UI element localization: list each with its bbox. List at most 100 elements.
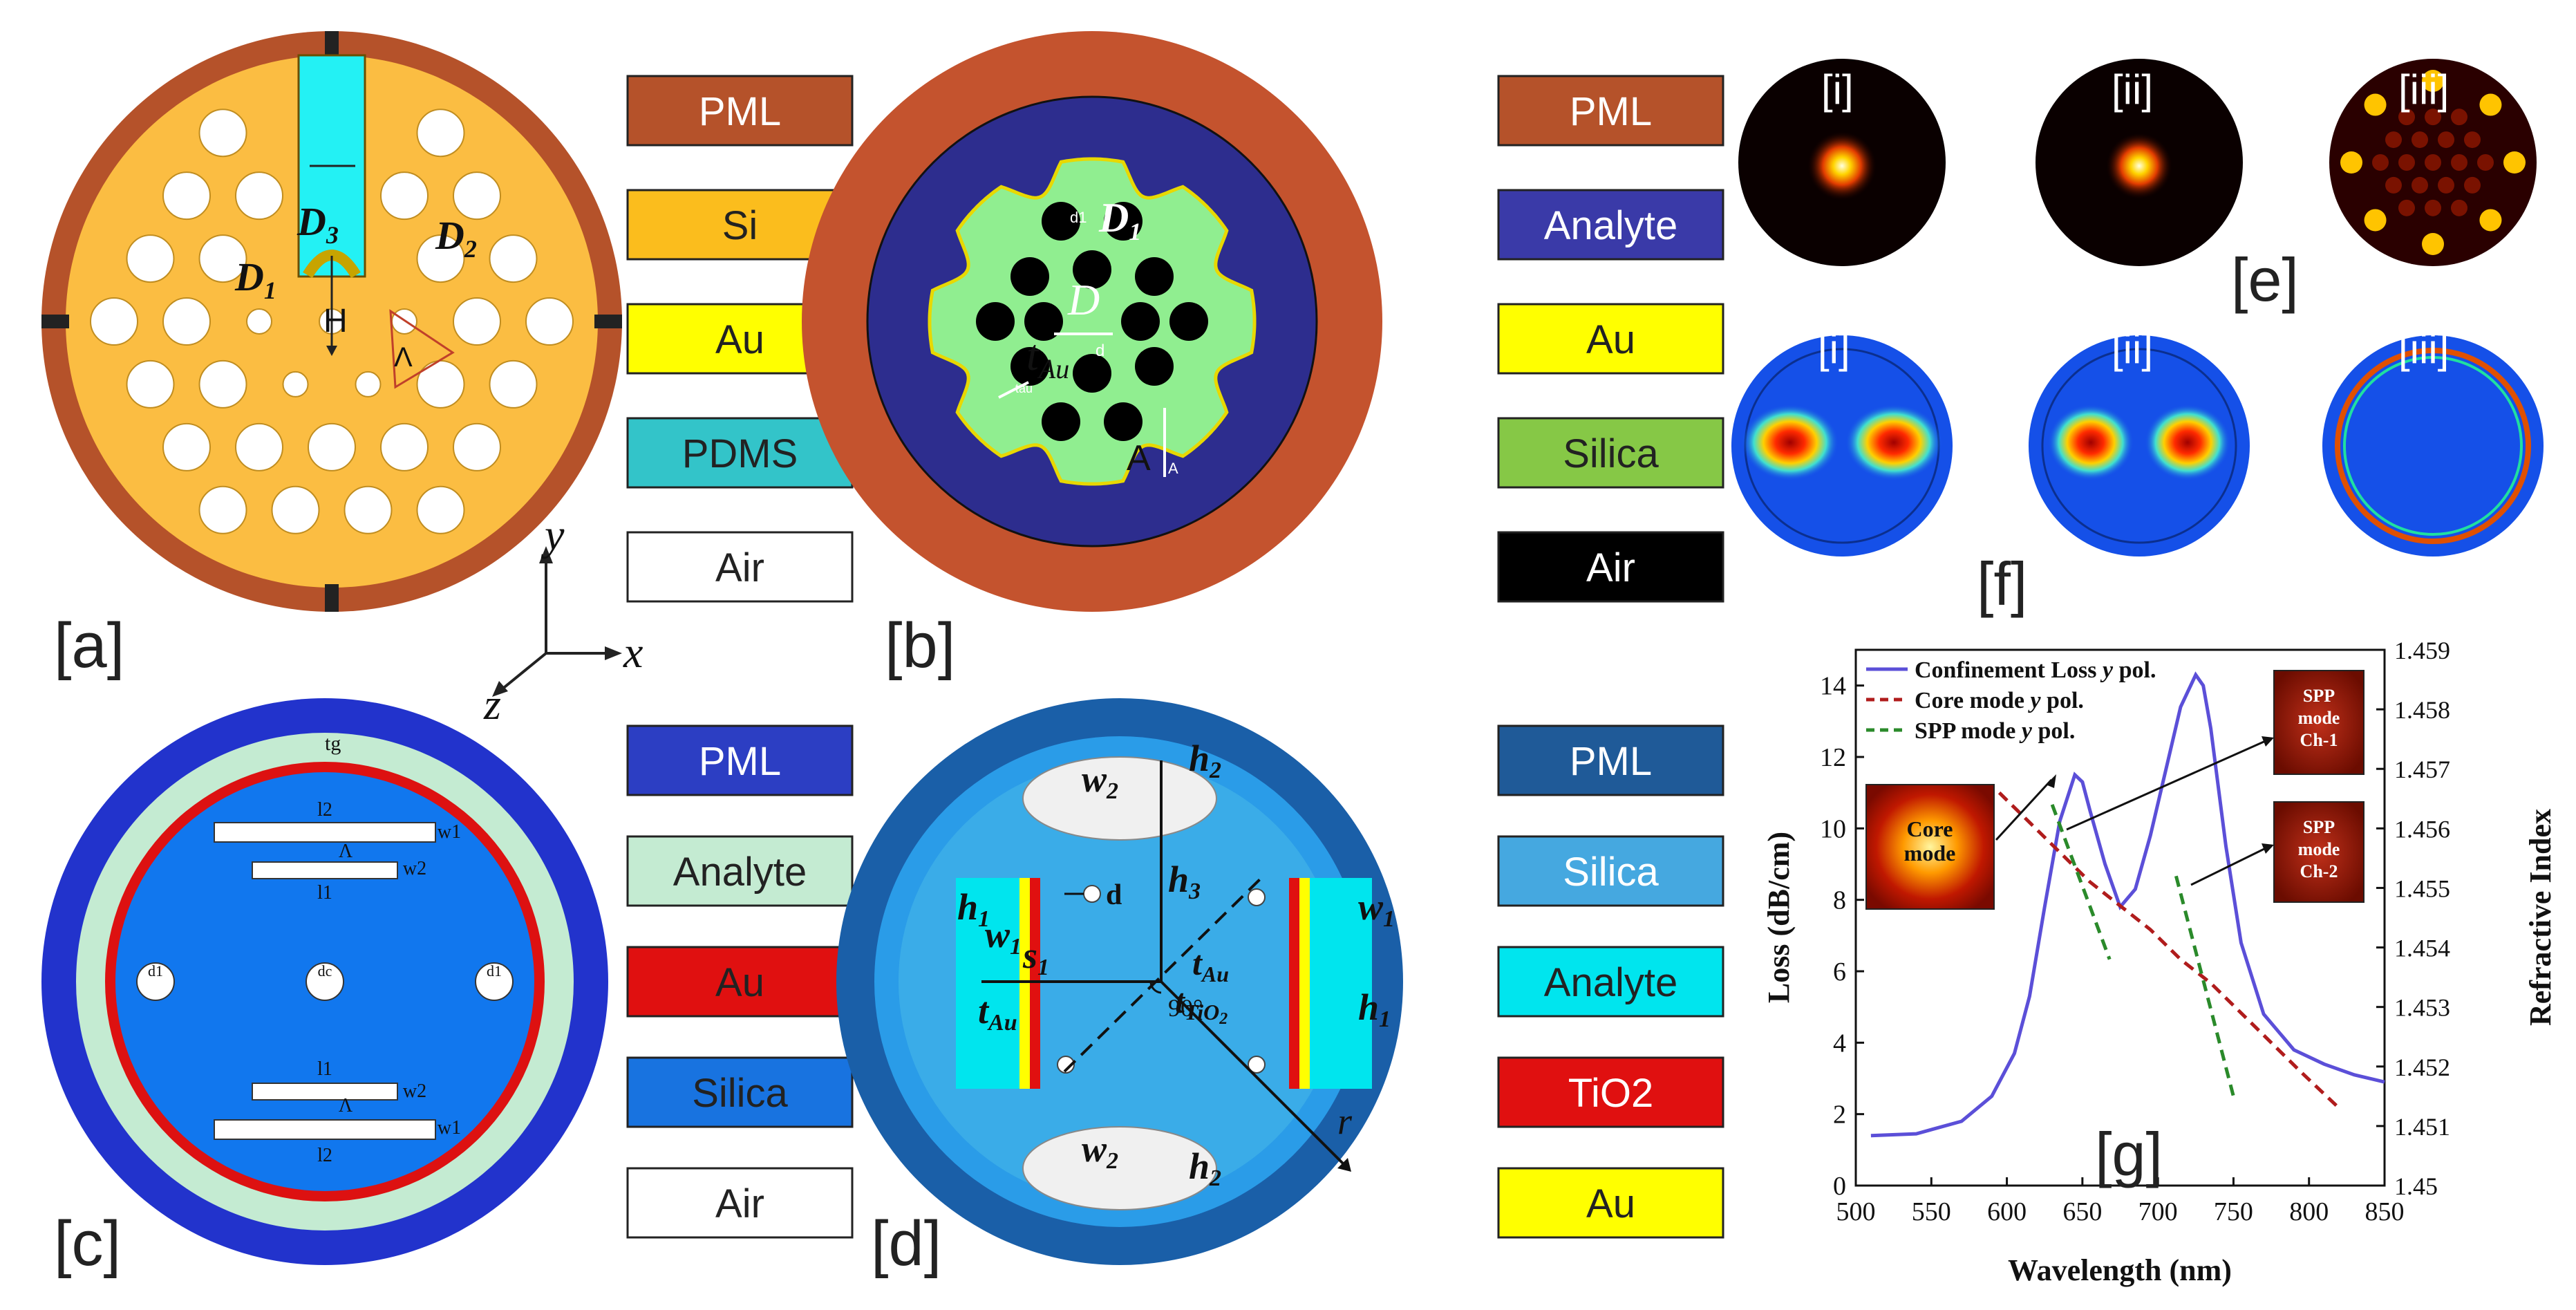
x-tick-label: 500 [1836, 1197, 1876, 1226]
air-hole [126, 359, 175, 409]
air-hole [416, 485, 465, 534]
air-hole [198, 234, 247, 283]
legend-c-label-2: Au [715, 960, 764, 1005]
air-hole [162, 297, 211, 346]
air-hole [416, 234, 465, 283]
legend-a-swatch-4 [626, 531, 854, 603]
inset-ch2-label-1: SPP [2303, 817, 2335, 837]
field-map-iii [2322, 335, 2544, 556]
air-holes [1057, 888, 1266, 1074]
air-hole [525, 297, 574, 346]
air-hole [305, 962, 344, 1001]
d3-label: D3 [297, 199, 339, 249]
mode-label-iii: [iii] [2398, 66, 2449, 113]
legend-a-label-1: Si [722, 203, 758, 248]
legend-b-swatch-3 [1497, 417, 1724, 489]
legend-c-swatch-3 [626, 1056, 854, 1128]
x-tick-label: 800 [2289, 1197, 2329, 1226]
x-tick-label: 700 [2138, 1197, 2178, 1226]
y-tick-label: 6 [1833, 957, 1846, 986]
legend-c-swatch-4 [626, 1167, 854, 1239]
panel-b-fiber-diagram: D d D1 d1 tAu tau A A [802, 31, 1382, 612]
legend-d-swatch-4 [1497, 1167, 1724, 1239]
axis-y-label: y [540, 510, 565, 559]
inset-core-mode [1865, 784, 1995, 910]
legend-d-swatch-0 [1497, 724, 1724, 796]
slot-dim-w2_top: w2 [403, 858, 426, 879]
legend-a-label-3: PDMS [682, 431, 798, 476]
legend-c-label-0: PML [699, 739, 781, 784]
d-small-label: d [1096, 341, 1104, 360]
tau-right-label: tAu [1192, 944, 1229, 986]
legend-b-swatch-4 [1497, 531, 1724, 603]
coordinate-axes: y x z [483, 510, 643, 729]
air-hole [976, 302, 1015, 341]
hole-label-d1_left: d1 [148, 962, 163, 980]
y2-tick-label: 1.453 [2394, 994, 2450, 1022]
y2-axis-ticks: 1.451.4511.4521.4531.4541.4551.4561.4571… [2376, 637, 2450, 1200]
air-hole [453, 297, 501, 346]
legend-d-swatch-1 [1497, 835, 1724, 907]
mode-label-ii: [ii] [2112, 66, 2153, 113]
air-ellipse-bottom [1022, 1126, 1217, 1210]
air-hole [1248, 1056, 1266, 1074]
slot-dim-w2_bottom: w2 [403, 1080, 426, 1102]
chart-legend: Confinement Loss y pol. Core mode y pol.… [1866, 657, 2156, 744]
panel-e-mode-fields: [i] [ii] [iii] [e] [1738, 59, 2537, 314]
inset-ch1-label-3: Ch-1 [2300, 730, 2338, 750]
s1-label: s1 [1022, 935, 1049, 980]
panel-d-fiber-diagram: 90° h3 s1 r d w2 h2 w2 h2 h1 w1 tAu tAu … [836, 698, 1403, 1265]
legend-d-label-0: PML [1570, 739, 1652, 784]
air-hole [453, 422, 501, 471]
air-hole [1135, 257, 1174, 296]
sensing-channels [956, 878, 1372, 1089]
legend-d-label-3: TiO2 [1568, 1071, 1654, 1116]
y-tick-label: 4 [1833, 1029, 1846, 1058]
d1-label: D1 [234, 254, 276, 304]
slot-dim-l2_top: l2 [317, 799, 332, 821]
h1-left-label: h1 [957, 886, 990, 932]
w2-top-label: w2 [1082, 758, 1118, 804]
legend-c-label-1: Analyte [673, 850, 807, 895]
legend-c-swatch-0 [626, 724, 854, 796]
au-coating [303, 250, 361, 279]
air-hole [380, 171, 429, 221]
panel-f-label: [f] [1977, 550, 2027, 618]
air-hole [198, 485, 247, 534]
slot-dim-lambda_bottom: Λ [339, 1095, 353, 1116]
legend-b-label-4: Air [1586, 545, 1635, 590]
air-hole [355, 371, 382, 397]
h-label: H [323, 303, 348, 339]
air-hole [489, 359, 538, 409]
air-slot [214, 822, 436, 843]
w1-left-label: w1 [985, 914, 1022, 960]
air-hole [1042, 402, 1080, 441]
x-axis-label: Wavelength (nm) [2008, 1253, 2232, 1287]
field-label-i: [i] [1818, 326, 1850, 372]
h2-top-label: h2 [1189, 738, 1221, 783]
series-line-1 [1997, 791, 2341, 1110]
air-hole [1010, 257, 1049, 296]
field-map-i [1731, 335, 1953, 556]
y-tick-label: 0 [1833, 1172, 1846, 1201]
angle-label: 90° [1168, 994, 1203, 1022]
legend-c-swatch-1 [626, 835, 854, 907]
air-slot [252, 861, 398, 879]
slot-dim-w1_bottom: w1 [438, 1117, 461, 1139]
chart-series [1870, 671, 2385, 1138]
h1-right-label: h1 [1358, 986, 1391, 1032]
air-hole [162, 171, 211, 221]
air-hole [1248, 888, 1266, 906]
axis-x-label: x [623, 628, 643, 677]
tau-left-label: tAu [978, 990, 1017, 1036]
legend-c-swatch-2 [626, 946, 854, 1018]
tau-small-label: tau [1015, 382, 1033, 395]
air-hole [1135, 347, 1174, 386]
air-hole [344, 485, 393, 534]
